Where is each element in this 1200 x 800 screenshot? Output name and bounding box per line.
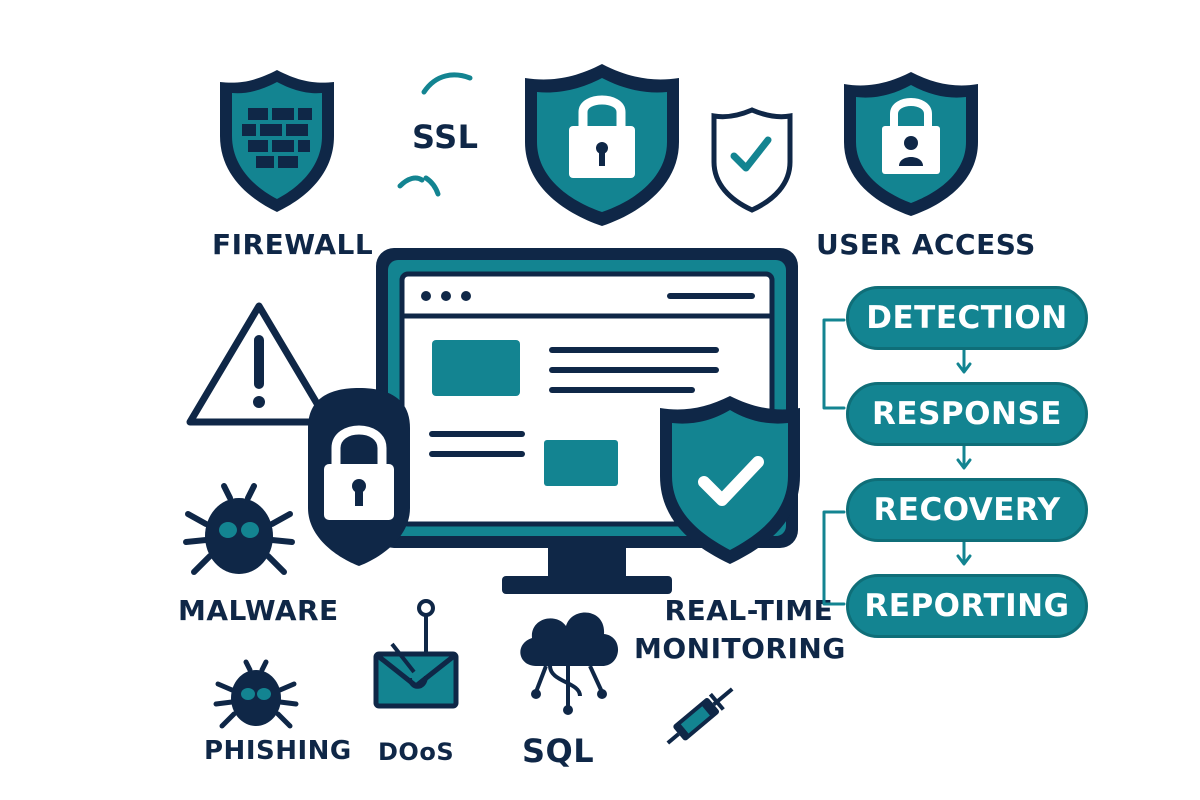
- process-step-response[interactable]: RESPONSE: [846, 382, 1088, 446]
- bug-icon: [213, 659, 299, 732]
- check-shield-small-icon: [708, 106, 796, 214]
- warning-icon: [184, 300, 334, 428]
- process-step-reporting[interactable]: REPORTING: [846, 574, 1088, 638]
- firewall-shield-icon: [214, 66, 340, 216]
- firewall-label: FIREWALL: [212, 228, 374, 261]
- process-step-detection[interactable]: DETECTION: [846, 286, 1088, 350]
- process-flow-connector: [818, 316, 978, 636]
- phishing-label: PHISHING: [204, 736, 352, 766]
- process-step-recovery[interactable]: RECOVERY: [846, 478, 1088, 542]
- malware-label: MALWARE: [178, 594, 339, 627]
- user-lock-shield-icon: [836, 68, 986, 220]
- cloud-network-icon: [510, 596, 626, 720]
- check-shield-icon: [652, 392, 808, 568]
- lock-shield-icon: [517, 60, 687, 230]
- sql-label: SQL: [522, 732, 595, 770]
- bug-icon: [183, 483, 295, 584]
- syringe-icon: [654, 676, 746, 756]
- realtime-monitoring-label: REAL-TIME MONITORING: [634, 592, 846, 668]
- phishing-email-icon: [370, 598, 462, 710]
- realtime-line2: MONITORING: [634, 632, 846, 665]
- user-access-label: USER ACCESS: [816, 228, 1036, 261]
- ssl-icon: [396, 68, 486, 198]
- ssl-label: SSL: [412, 118, 479, 156]
- ddos-label: DOoS: [378, 738, 455, 766]
- realtime-line1: REAL-TIME: [664, 594, 834, 627]
- padlock-icon: [300, 388, 418, 568]
